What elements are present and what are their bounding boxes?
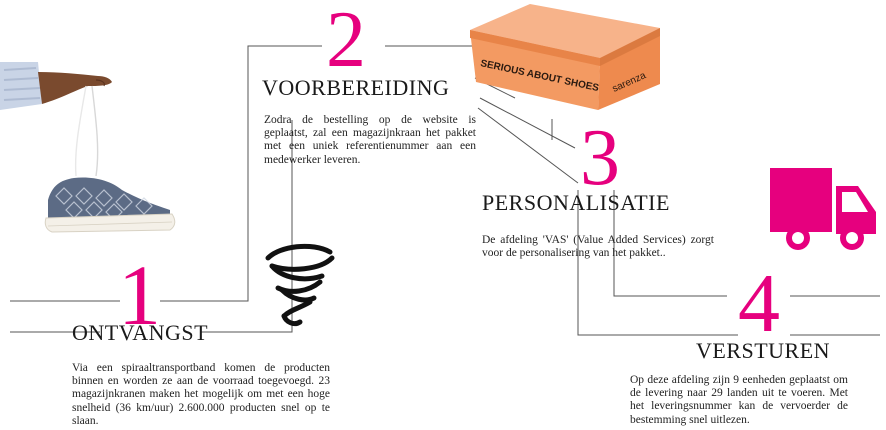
step-3-title: PERSONALISATIE: [482, 190, 670, 215]
step-2-text: Zodra de bestelling op de website is gep…: [264, 114, 476, 166]
step-1-text: Via een spiraaltransportband komen de pr…: [72, 362, 330, 427]
step-4-title: VERSTUREN: [696, 338, 831, 363]
step-2-number: 2: [326, 0, 366, 84]
step-1-number: 1: [118, 247, 161, 343]
step-3-number: 3: [580, 114, 620, 202]
step-4-text: Op deze afdeling zijn 9 eenheden geplaat…: [630, 374, 848, 426]
step-1-title: ONTVANGST: [72, 320, 209, 345]
step-4-number: 4: [738, 257, 780, 350]
step-3-text: De afdeling 'VAS' (Value Added Services)…: [482, 234, 714, 260]
step-2-title: VOORBEREIDING: [262, 75, 450, 100]
